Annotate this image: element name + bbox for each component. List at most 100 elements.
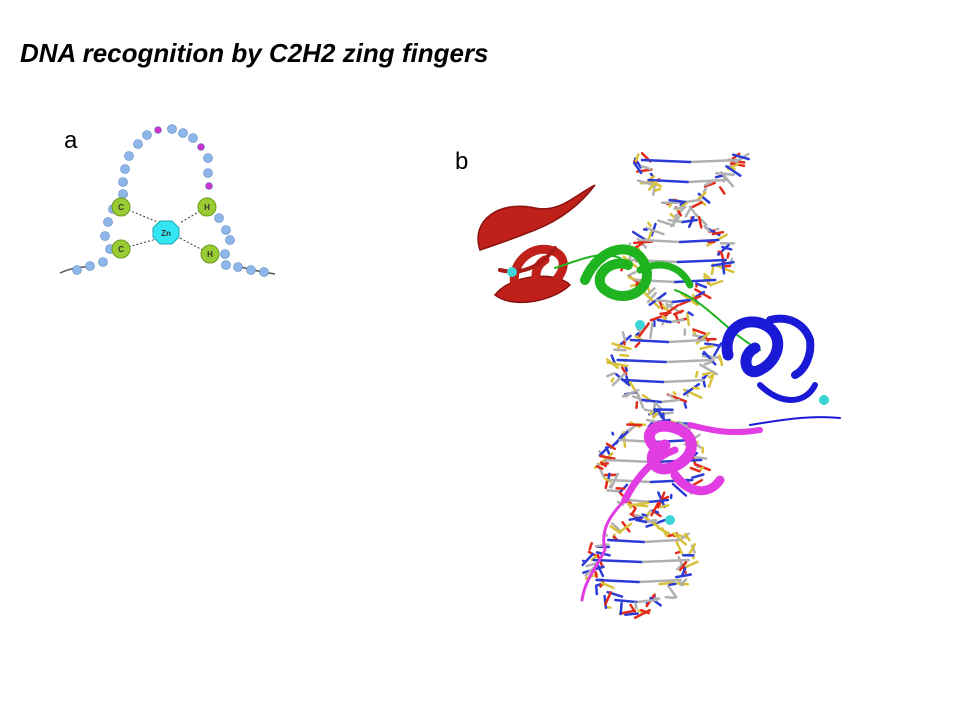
- backbone-stick: [640, 164, 652, 171]
- backbone-stick: [671, 482, 688, 497]
- backbone-stick: [681, 566, 687, 577]
- zinc-finger-dna-structure: [477, 152, 841, 619]
- cysteine-residue-2: C: [111, 239, 131, 259]
- backbone-stick: [715, 264, 735, 274]
- residue-bead: [72, 265, 82, 275]
- backbone-stick: [634, 332, 640, 337]
- base-pair-rung: [681, 218, 698, 224]
- highlighted-residue-bead: [205, 182, 213, 190]
- backbone-stick: [661, 495, 670, 501]
- zinc-ion: Zn: [152, 220, 180, 245]
- base-pair-rung: [592, 558, 643, 564]
- backbone-stick: [692, 478, 704, 486]
- backbone-stick: [721, 261, 726, 275]
- backbone-stick: [646, 291, 657, 304]
- backbone-stick: [652, 412, 658, 419]
- histidine-residue-2: H: [200, 244, 220, 264]
- backbone-stick: [657, 408, 664, 419]
- backbone-stick: [678, 561, 688, 572]
- histidine-residue-1: H: [197, 197, 217, 217]
- svg-text:Zn: Zn: [161, 229, 171, 238]
- residue-bead: [203, 153, 213, 163]
- residue-bead: [98, 257, 108, 267]
- backbone-stick: [716, 243, 730, 256]
- backbone-stick: [691, 473, 705, 479]
- backbone-stick: [632, 240, 654, 245]
- base-pair-rung: [640, 238, 682, 244]
- backbone-stick: [618, 609, 637, 615]
- highlighted-residue-bead: [197, 143, 205, 151]
- residue-bead: [214, 213, 224, 223]
- backbone-stick: [595, 465, 604, 470]
- zinc-finger-3: [721, 314, 841, 426]
- backbone-stick: [649, 313, 669, 322]
- backbone-stick: [653, 181, 663, 188]
- backbone-stick: [581, 552, 595, 567]
- backbone-stick: [695, 331, 711, 345]
- backbone-stick: [624, 612, 639, 617]
- backbone-stick: [650, 501, 660, 517]
- backbone-stick: [606, 361, 629, 368]
- backbone-stick: [731, 153, 750, 161]
- backbone-stick: [711, 230, 725, 236]
- backbone-stick: [675, 573, 693, 579]
- highlighted-residue-bead: [154, 126, 162, 134]
- backbone-stick: [687, 543, 697, 557]
- residue-bead: [100, 231, 110, 241]
- base-pair-rung: [614, 598, 638, 604]
- backbone-stick: [634, 341, 641, 348]
- backbone-stick: [725, 165, 742, 177]
- base-pair-rung: [644, 518, 657, 524]
- backbone-stick: [664, 595, 676, 600]
- base-pair-rung: [667, 218, 684, 224]
- base-pair-rung: [656, 318, 672, 324]
- backbone-stick: [688, 205, 695, 213]
- backbone-stick: [619, 353, 630, 358]
- backbone-stick: [634, 601, 638, 610]
- backbone-stick: [599, 454, 616, 460]
- backbone-stick: [701, 371, 712, 376]
- base-pair-rung: [647, 178, 689, 184]
- backbone-stick: [702, 350, 717, 366]
- backbone-stick: [619, 601, 623, 616]
- base-pair-rung: [671, 298, 691, 304]
- base-pair-rung: [606, 538, 645, 544]
- backbone-stick: [618, 522, 633, 533]
- backbone-stick: [675, 540, 684, 555]
- backbone-stick: [628, 516, 644, 521]
- base-pair-rung: [659, 398, 681, 404]
- residue-bead: [220, 249, 230, 259]
- backbone-stick: [594, 570, 598, 579]
- panel-label-a: a: [64, 127, 78, 154]
- backbone-stick: [644, 226, 665, 236]
- base-pair-rung: [668, 198, 687, 204]
- base-pair-rung: [669, 318, 685, 324]
- residue-bead: [221, 260, 231, 270]
- backbone-stick: [609, 525, 622, 535]
- zinc-finger-1: [477, 184, 621, 304]
- backbone-stick: [709, 279, 724, 287]
- zinc-ion-4: [665, 515, 675, 525]
- backbone-stick: [702, 187, 708, 194]
- backbone-stick: [683, 532, 691, 542]
- backbone-stick: [726, 252, 730, 259]
- residue-bead: [188, 133, 198, 143]
- backbone-stick: [692, 386, 700, 390]
- backbone-stick: [676, 562, 685, 571]
- base-pair-rung: [642, 538, 681, 544]
- zinc-finger-schematic: C C H H Zn: [59, 124, 276, 277]
- backbone-stick: [683, 402, 688, 409]
- residue-bead: [259, 267, 269, 277]
- base-pair-rung: [686, 178, 728, 184]
- backbone-stick: [637, 322, 650, 339]
- backbone-stick: [643, 408, 655, 413]
- backbone-stick: [615, 486, 626, 490]
- backbone-stick: [632, 161, 643, 175]
- base-pair-rung: [661, 378, 705, 384]
- backbone-stick: [653, 187, 662, 192]
- backbone-stick: [604, 591, 613, 606]
- backbone-stick: [694, 370, 699, 378]
- backbone-stick: [633, 159, 638, 165]
- backbone-stick: [666, 584, 678, 599]
- backbone-stick: [641, 513, 648, 517]
